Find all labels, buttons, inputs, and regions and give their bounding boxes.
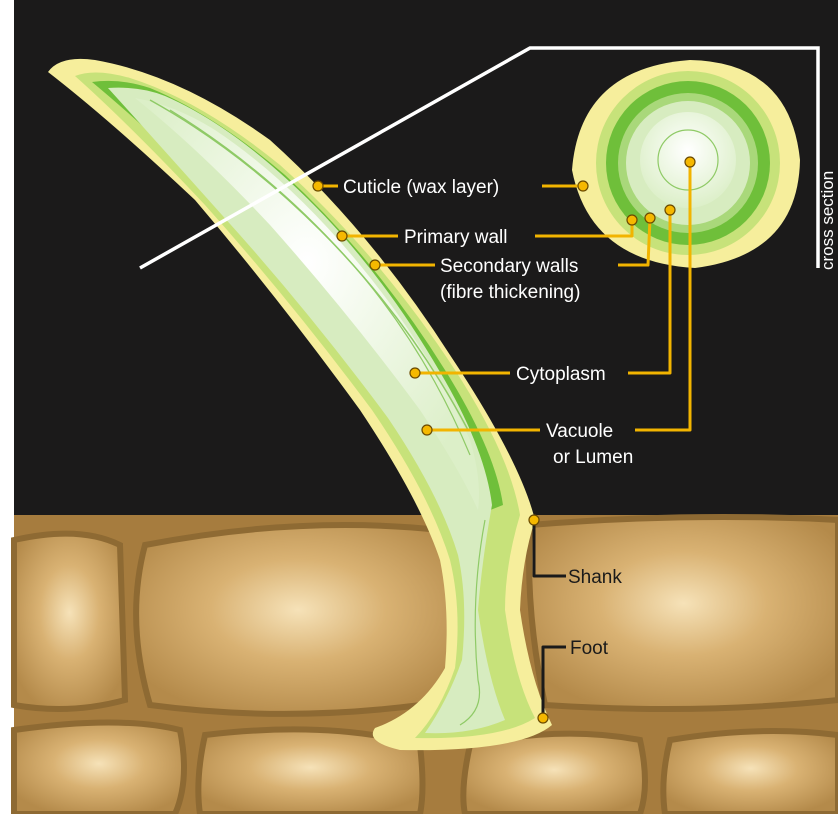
label-cytoplasm: Cytoplasm	[516, 364, 606, 385]
label-secondary-walls-note: (fibre thickening)	[440, 282, 580, 303]
label-lumen: or Lumen	[553, 447, 633, 468]
epidermis-cell	[663, 731, 838, 814]
cross-section-label: cross section	[818, 171, 837, 270]
label-foot: Foot	[570, 638, 609, 659]
epidermis-cell	[136, 525, 460, 714]
label-shank: Shank	[568, 567, 622, 588]
label-primary-wall: Primary wall	[404, 227, 507, 248]
label-secondary-walls: Secondary walls	[440, 256, 578, 277]
epidermis-cells	[14, 515, 838, 814]
label-vacuole: Vacuole	[546, 421, 613, 442]
label-cuticle: Cuticle (wax layer)	[343, 177, 499, 198]
epidermis-cell	[14, 534, 125, 709]
epidermis-cell	[14, 723, 184, 815]
epidermis-cell	[529, 517, 838, 709]
